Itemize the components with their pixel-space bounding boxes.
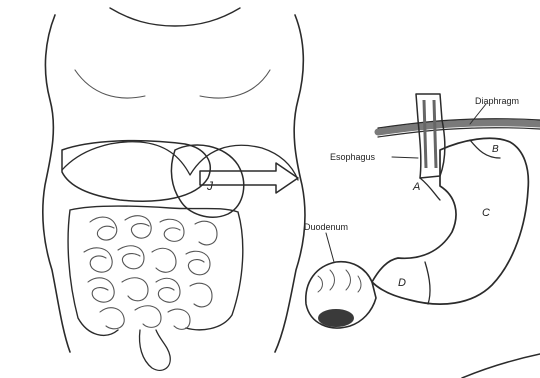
esophagus-leader [392,157,418,158]
duodenum-leader [326,233,334,262]
duodenum-label: Duodenum [304,222,348,232]
large-intestine [68,206,243,335]
duodenum-opening [318,309,354,327]
diaphragm-label: Diaphragm [475,96,519,106]
rectum-shape [140,330,171,370]
region-c-label: C [482,207,490,219]
region-d-label: D [398,277,406,289]
lower-curve [462,354,540,378]
chest-line-left [75,70,145,98]
stomach-marker-label: J [206,179,214,193]
stomach-detail [306,94,540,378]
region-line-d [425,262,430,304]
small-intestine-coils [84,216,217,330]
region-line-a [420,178,440,200]
stomach-body [372,138,528,304]
chest-line-right [200,70,270,98]
neck-line [110,8,240,26]
torso-illustration: J [43,8,305,370]
duodenum-texture [318,270,361,292]
region-b-label: B [492,144,499,155]
right-arrow-icon [200,163,298,193]
diaphragm-band [378,123,540,132]
esophagus-label: Esophagus [330,152,376,162]
region-a-label: A [412,181,420,193]
esophagus-shading [424,100,436,168]
